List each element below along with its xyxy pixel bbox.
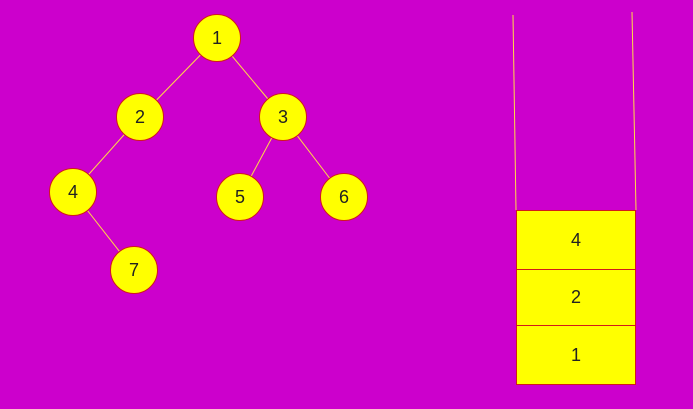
tree-node-4: 4: [49, 168, 97, 216]
tree-node-label: 1: [211, 27, 222, 48]
stack-cell-label: 4: [570, 229, 581, 250]
tree-node-2: 2: [116, 93, 164, 141]
tree-node-label: 5: [234, 186, 245, 207]
tree-node-6: 6: [320, 173, 368, 221]
tree-node-1: 1: [193, 14, 241, 62]
stack-cell-label: 2: [570, 287, 581, 307]
tree-node-7: 7: [110, 246, 158, 294]
tree-node-label: 4: [67, 181, 78, 202]
stack-cell-bottom: 1: [516, 325, 636, 385]
stack-left-wall: [512, 14, 517, 211]
tree-node-label: 3: [277, 106, 288, 127]
stack-cell-middle: 2: [516, 269, 636, 326]
stack-cell-label: 1: [570, 344, 581, 365]
tree-node-label: 7: [128, 259, 139, 280]
stack-right-wall: [631, 11, 637, 211]
stack-cell-top: 4: [516, 210, 636, 270]
tree-node-label: 6: [338, 186, 349, 207]
tree-node-label: 2: [134, 106, 145, 127]
tree-node-3: 3: [259, 93, 307, 141]
tree-node-5: 5: [216, 173, 264, 221]
